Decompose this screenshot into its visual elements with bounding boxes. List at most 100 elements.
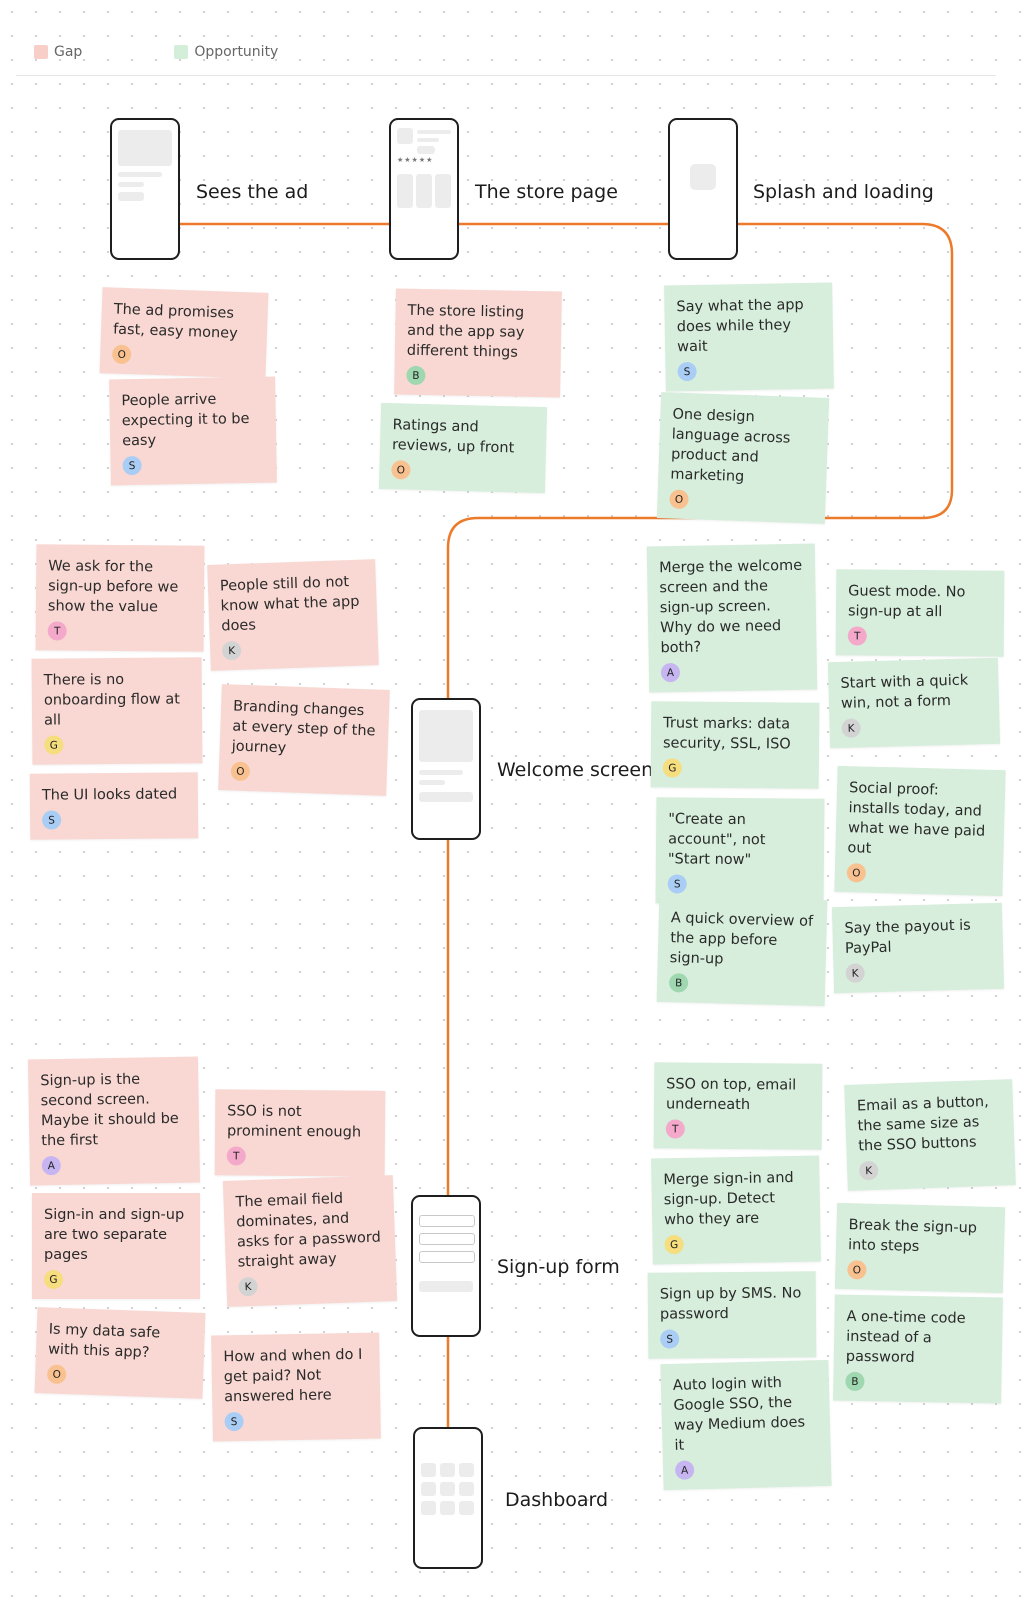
author-avatar: A xyxy=(674,1460,695,1480)
note-text: There is no onboarding flow at all xyxy=(43,671,180,729)
stage-ad-label: Sees the ad xyxy=(196,181,309,203)
sticky-note[interactable]: Merge the welcome screen and the sign-up… xyxy=(646,543,818,693)
stage-store-label: The store page xyxy=(475,181,618,203)
sticky-note[interactable]: We ask for the sign-up before we show th… xyxy=(35,544,205,652)
phone-ad xyxy=(110,118,180,260)
note-text: The UI looks dated xyxy=(41,786,178,804)
note-text: Start with a quick win, not a form xyxy=(840,672,969,712)
author-avatar: S xyxy=(122,455,142,476)
note-text: The email field dominates, and asks for … xyxy=(235,1190,382,1271)
author-avatar: K xyxy=(858,1160,879,1181)
sticky-note[interactable]: A quick overview of the app before sign-… xyxy=(656,895,828,1007)
note-text: Social proof: installs today, and what w… xyxy=(847,780,986,857)
note-text: The store listing and the app say differ… xyxy=(406,302,525,361)
sticky-note[interactable]: Sign-in and sign-up are two separate pag… xyxy=(32,1193,200,1299)
note-text: SSO on top, email underneath xyxy=(665,1076,797,1114)
sticky-note[interactable]: The email field dominates, and asks for … xyxy=(222,1175,398,1307)
legend-gap-label: Gap xyxy=(54,44,83,60)
note-text: People arrive expecting it to be easy xyxy=(121,391,250,450)
sticky-note[interactable]: Is my data safe with this app?O xyxy=(34,1307,206,1399)
author-avatar: S xyxy=(677,361,697,382)
note-text: SSO is not prominent enough xyxy=(226,1103,362,1141)
author-avatar: O xyxy=(230,761,251,782)
sticky-note[interactable]: One design language across product and m… xyxy=(656,392,830,524)
sticky-note[interactable]: The store listing and the app say differ… xyxy=(394,288,562,398)
note-text: Merge the welcome screen and the sign-up… xyxy=(658,557,803,657)
note-text: The ad promises fast, easy money xyxy=(112,301,238,342)
phone-store: ★★★★★ xyxy=(389,118,459,260)
author-avatar: O xyxy=(111,344,132,365)
phone-signup xyxy=(411,1195,481,1337)
note-text: Guest mode. No sign-up at all xyxy=(847,583,966,621)
note-text: A quick overview of the app before sign-… xyxy=(669,910,814,968)
note-text: Sign up by SMS. No password xyxy=(659,1285,802,1323)
note-text: We ask for the sign-up before we show th… xyxy=(47,558,179,616)
author-avatar: T xyxy=(847,626,867,646)
author-avatar: G xyxy=(44,735,64,755)
note-text: One design language across product and m… xyxy=(670,406,791,486)
note-text: A one-time code instead of a password xyxy=(845,1308,966,1366)
author-avatar: O xyxy=(391,460,411,480)
author-avatar: O xyxy=(46,1364,67,1385)
stage-welcome-label: Welcome screen xyxy=(497,759,654,781)
author-avatar: O xyxy=(847,1260,867,1280)
phone-splash xyxy=(668,118,738,260)
author-avatar: K xyxy=(238,1276,258,1297)
legend-gap: Gap xyxy=(34,44,82,60)
author-avatar: A xyxy=(41,1155,61,1176)
note-text: Is my data safe with this app? xyxy=(47,1321,161,1362)
sticky-note[interactable]: Merge sign-in and sign-up. Detect who th… xyxy=(651,1155,821,1265)
author-avatar: T xyxy=(226,1146,246,1166)
note-text: Trust marks: data security, SSL, ISO xyxy=(662,715,791,753)
note-text: Email as a button, the same size as the … xyxy=(856,1093,989,1155)
sticky-note[interactable]: Sign-up is the second screen. Maybe it s… xyxy=(27,1056,201,1186)
note-text: "Create an account", not "Start now" xyxy=(667,811,766,869)
opportunity-swatch xyxy=(174,45,189,59)
sticky-note[interactable]: Email as a button, the same size as the … xyxy=(844,1079,1016,1191)
sticky-note[interactable]: Auto login with Google SSO, the way Medi… xyxy=(660,1359,832,1491)
author-avatar: K xyxy=(845,963,865,983)
gap-swatch xyxy=(34,45,48,59)
author-avatar: S xyxy=(42,810,62,830)
author-avatar: S xyxy=(224,1411,244,1432)
author-avatar: G xyxy=(44,1270,63,1289)
note-text: Say what the app does while they wait xyxy=(676,297,804,356)
sticky-note[interactable]: How and when do I get paid? Not answered… xyxy=(211,1332,381,1442)
author-avatar: A xyxy=(660,662,681,683)
sticky-note[interactable]: Social proof: installs today, and what w… xyxy=(834,765,1006,897)
note-text: Merge sign-in and sign-up. Detect who th… xyxy=(663,1169,794,1229)
sticky-note[interactable]: People still do not know what the app do… xyxy=(207,559,379,671)
legend-divider xyxy=(16,75,996,76)
author-avatar: O xyxy=(669,489,689,510)
phone-welcome xyxy=(411,698,481,840)
note-text: Branding changes at every step of the jo… xyxy=(231,698,376,757)
author-avatar: S xyxy=(660,1329,680,1349)
note-text: How and when do I get paid? Not answered… xyxy=(223,1346,363,1406)
author-avatar: K xyxy=(221,640,242,661)
note-text: Say the payout is PayPal xyxy=(844,917,971,957)
sticky-note[interactable]: Branding changes at every step of the jo… xyxy=(218,684,390,796)
note-text: Break the sign-up into steps xyxy=(847,1217,978,1255)
stage-signup-label: Sign-up form xyxy=(497,1256,620,1278)
author-avatar: O xyxy=(846,863,867,883)
author-avatar: T xyxy=(47,621,67,641)
author-avatar: B xyxy=(845,1371,865,1392)
sticky-note[interactable]: "Create an account", not "Start now"S xyxy=(655,797,825,905)
author-avatar: B xyxy=(406,365,426,386)
